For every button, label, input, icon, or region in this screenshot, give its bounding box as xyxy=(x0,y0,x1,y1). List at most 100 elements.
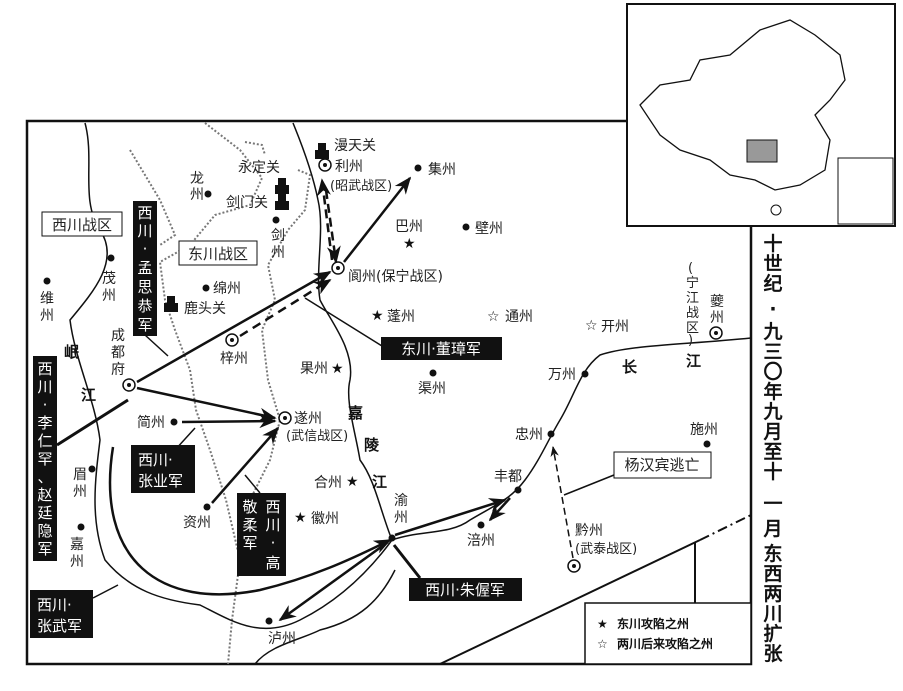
svg-text:九: 九 xyxy=(762,321,782,343)
svg-text:壁州: 壁州 xyxy=(475,221,503,237)
route-chengdu-langzhou xyxy=(136,270,332,384)
svg-text:·: · xyxy=(43,396,48,414)
svg-text:、: 、 xyxy=(37,468,52,486)
svg-text:开州: 开州 xyxy=(601,319,629,335)
svg-text:维: 维 xyxy=(40,291,54,307)
svg-text:嘉: 嘉 xyxy=(70,537,84,553)
capital-icon xyxy=(331,261,345,275)
route-escape xyxy=(550,445,574,559)
capital-icon xyxy=(278,411,292,425)
star-outline-icon: ☆ xyxy=(585,318,598,334)
legend-label: 两川后来攻陷之州 xyxy=(617,636,713,651)
svg-text:万州: 万州 xyxy=(548,367,576,383)
svg-text:十: 十 xyxy=(763,232,782,255)
route-zizhou-langzhou xyxy=(239,278,332,338)
place-labels: 漫天关 利州 (昭武战区) 集州 永定关 剑门关 龙州 剑州 巴州 壁州 茂州 … xyxy=(40,138,724,647)
svg-text:思: 思 xyxy=(137,278,152,296)
river-labels: 岷 江 嘉 陵 江 长 江 xyxy=(64,343,701,491)
capital-icon xyxy=(567,559,581,573)
star-filled-icon: ★ xyxy=(597,617,608,631)
army-routes xyxy=(108,176,574,622)
svg-text:柔: 柔 xyxy=(242,516,257,534)
star-filled-icon: ★ xyxy=(346,474,359,490)
army-label-zhu: 西川·朱偓军 xyxy=(409,578,522,601)
legend: ★ 东川攻陷之州 ☆ 两川后来攻陷之州 xyxy=(584,602,752,665)
svg-text:战: 战 xyxy=(686,306,699,321)
svg-text:剑门关: 剑门关 xyxy=(226,195,268,211)
svg-text:绵州: 绵州 xyxy=(213,280,241,297)
svg-text:府: 府 xyxy=(111,362,125,378)
svg-text:宁: 宁 xyxy=(686,275,699,291)
svg-text:集州: 集州 xyxy=(428,161,456,178)
svg-text:西川·朱偓军: 西川·朱偓军 xyxy=(425,581,505,599)
army-label-dong: 东川·董璋军 xyxy=(381,337,502,360)
svg-text:漫天关: 漫天关 xyxy=(334,138,376,154)
svg-text:张业军: 张业军 xyxy=(138,472,183,490)
route-fengdu-fuzhou xyxy=(488,497,511,522)
map-title: 十世 纪· 九三 〇年 九月 至十 一月 东西 两川 扩张 xyxy=(762,232,783,665)
svg-text:年: 年 xyxy=(763,380,782,403)
svg-text:州: 州 xyxy=(73,484,87,500)
svg-text:月: 月 xyxy=(762,518,782,540)
svg-text:隐: 隐 xyxy=(37,522,52,540)
river-jialing-label: 陵 xyxy=(364,436,380,454)
svg-text:恭: 恭 xyxy=(137,297,152,315)
svg-text:简州: 简州 xyxy=(137,414,165,431)
svg-text:区: 区 xyxy=(686,321,699,336)
svg-text:鹿头关: 鹿头关 xyxy=(184,300,226,317)
svg-text:巴州: 巴州 xyxy=(395,219,423,235)
army-label-zhangye: 西川· 张业军 xyxy=(131,445,195,493)
svg-text:〇: 〇 xyxy=(763,361,782,383)
army-label-gao: 西川 ·高 敬柔 军 xyxy=(237,493,286,576)
svg-text:罕: 罕 xyxy=(37,450,52,468)
svg-text:龙: 龙 xyxy=(190,171,204,187)
route-jianzhou-suizhou xyxy=(181,414,277,429)
china-inset-map xyxy=(626,3,896,227)
svg-text:川: 川 xyxy=(37,378,52,396)
svg-text:两: 两 xyxy=(763,583,782,605)
river-changjiang-label: 长 xyxy=(622,358,638,376)
svg-text:州: 州 xyxy=(70,554,84,570)
svg-text:施州: 施州 xyxy=(690,422,718,438)
svg-text:西川·: 西川· xyxy=(138,451,173,469)
svg-text:遂州: 遂州 xyxy=(294,411,322,427)
svg-text:(武泰战区): (武泰战区) xyxy=(575,542,637,557)
svg-text:): ) xyxy=(688,333,693,348)
svg-text:渝: 渝 xyxy=(394,493,408,509)
place-markers xyxy=(43,143,723,625)
svg-text:利州: 利州 xyxy=(335,159,363,175)
svg-text:都: 都 xyxy=(111,345,125,361)
river-jialing-label: 嘉 xyxy=(347,404,363,422)
svg-text:蓬州: 蓬州 xyxy=(387,309,415,325)
capital-icon xyxy=(709,326,723,340)
svg-text:军: 军 xyxy=(137,316,152,334)
svg-text:(武信战区): (武信战区) xyxy=(286,429,348,444)
zone-dongchuan-text: 东川战区 xyxy=(188,245,248,263)
svg-text:西: 西 xyxy=(763,563,782,585)
svg-text:赵: 赵 xyxy=(37,486,52,504)
svg-text:(: ( xyxy=(688,261,693,276)
route-yuzhou-fengdu xyxy=(394,498,507,537)
svg-text:渠州: 渠州 xyxy=(418,381,446,397)
svg-text:·: · xyxy=(769,298,776,320)
svg-text:阆州(保宁战区): 阆州(保宁战区) xyxy=(348,268,443,285)
route-yuzhou-luzhou xyxy=(278,540,389,622)
svg-text:扩: 扩 xyxy=(763,623,782,645)
svg-text:西川·: 西川· xyxy=(37,596,72,614)
province-border xyxy=(439,514,752,665)
army-label-meng: 西川 ·孟 思恭 军 xyxy=(133,201,157,336)
svg-text:张武军: 张武军 xyxy=(37,617,82,635)
svg-text:州: 州 xyxy=(190,187,204,203)
svg-text:州: 州 xyxy=(40,308,54,324)
army-label-li: 西川 ·李 仁罕 、赵 廷隐 军 xyxy=(33,356,57,561)
svg-text:·: · xyxy=(143,240,148,258)
svg-text:通州: 通州 xyxy=(505,309,533,325)
svg-text:高: 高 xyxy=(265,554,280,572)
star-filled-icon: ★ xyxy=(403,236,416,252)
route-lizhou-down xyxy=(324,189,341,264)
svg-text:眉: 眉 xyxy=(73,467,87,483)
capital-icon xyxy=(122,378,136,392)
svg-text:剑: 剑 xyxy=(271,228,285,244)
star-filled-icon: ★ xyxy=(331,361,344,377)
